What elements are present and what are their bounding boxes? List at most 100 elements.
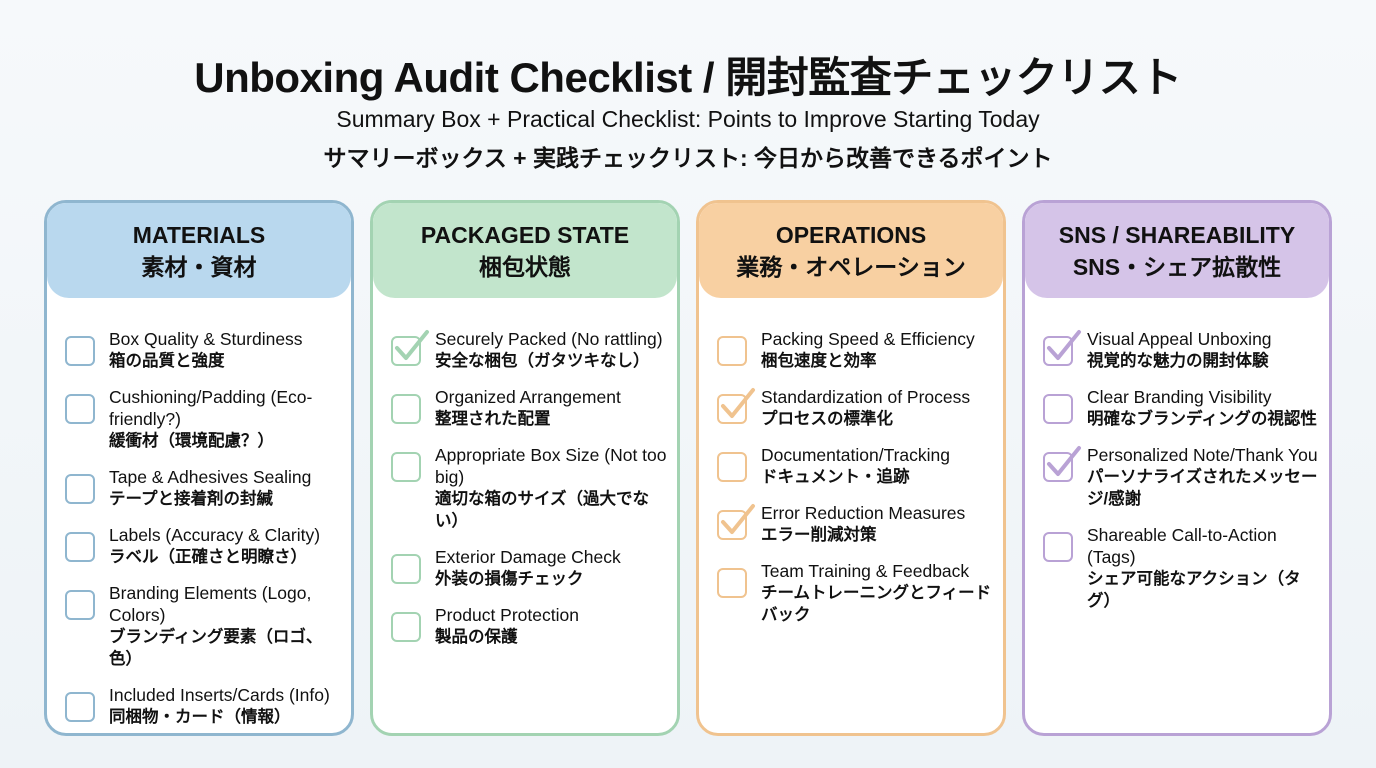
item-label: Securely Packed (No rattling) [435, 329, 663, 349]
card-header: SNS / SHAREABILITY SNS・シェア拡散性 [1025, 203, 1329, 298]
item-label-jp: 整理された配置 [435, 410, 551, 428]
card-title-jp: 素材・資材 [141, 254, 257, 280]
item-label-jp: 明確なブランディングの視認性 [1087, 410, 1317, 428]
item-label: Box Quality & Sturdiness [109, 329, 303, 349]
item-label: Standardization of Process [761, 387, 971, 407]
card-title: OPERATIONS [775, 222, 927, 248]
item-label-jp: 外装の損傷チェック [435, 570, 584, 588]
item-label: Labels (Accuracy & Clarity) [109, 525, 321, 545]
checklist-item: Cushioning/Padding (Eco-friendly?)緩衝材（環境… [65, 386, 347, 452]
item-label: Error Reduction Measures [761, 503, 966, 523]
item-label-jp: ブランディング要素（ロゴ、色） [109, 628, 323, 668]
checklist: Packing Speed & Efficiency 梱包速度と効率 Standar… [699, 298, 1003, 626]
item-label: Product Protection [435, 605, 579, 625]
checkbox[interactable] [1043, 394, 1073, 424]
checkbox[interactable] [65, 692, 95, 722]
item-label-jp: エラー削減対策 [761, 526, 877, 544]
checklist-card-operations: OPERATIONS 業務・オペレーション Packing Speed & Effi… [696, 200, 1006, 736]
checklist-item: Team Training & Feedback チームトレーニングとフィードバッ… [717, 560, 999, 626]
checkbox[interactable] [65, 532, 95, 562]
checkbox[interactable] [391, 394, 421, 424]
card-title-jp: 業務・オペレーション [736, 254, 966, 280]
item-label-jp: 緩衝材（環境配慮？） [109, 432, 274, 450]
item-label: Clear Branding Visibility [1087, 387, 1272, 407]
page-title: Unboxing Audit Checklist / 開封監査チェックリスト [194, 54, 1182, 101]
checklist-item: Branding Elements (Logo, Colors)ブランディング要… [65, 582, 347, 670]
checklist-item: Product Protection 製品の保護 [391, 604, 673, 648]
checkmark-icon [721, 504, 755, 534]
item-label-jp: チームトレーニングとフィードバック [761, 584, 992, 624]
checkbox[interactable] [65, 474, 95, 504]
checkbox[interactable] [65, 590, 95, 620]
item-label: Visual Appeal Unboxing [1087, 329, 1272, 349]
card-title: MATERIALS [132, 222, 266, 248]
checkmark-icon [721, 388, 755, 418]
item-label: Branding Elements (Logo, Colors) [109, 583, 312, 625]
checklist-item: Labels (Accuracy & Clarity) ラベル（正確さと明瞭さ） [65, 524, 347, 568]
card-header: MATERIALS 素材・資材 [47, 203, 351, 298]
item-label-jp: 視覚的な魅力の開封体験 [1087, 352, 1269, 370]
checkmark-icon [1047, 446, 1081, 476]
checklist-card-packaged-state: PACKAGED STATE 梱包状態 Securely Packed (No ra… [370, 200, 680, 736]
item-label-jp: テープと接着剤の封緘 [109, 490, 274, 508]
checkbox[interactable] [1043, 330, 1081, 366]
checklist-card-materials: MATERIALS 素材・資材 Box Quality & Sturdiness 箱の… [44, 200, 354, 736]
checkmark-icon [395, 330, 429, 360]
item-label: Documentation/Tracking [761, 445, 951, 465]
checklist-item: Exterior Damage Check 外装の損傷チェック [391, 546, 673, 590]
card-title: PACKAGED STATE [420, 222, 630, 248]
card-header: PACKAGED STATE 梱包状態 [373, 203, 677, 298]
checkbox[interactable] [717, 388, 755, 424]
item-label-jp: シェア可能なアクション（タグ） [1087, 570, 1301, 610]
checklist-item: Visual Appeal Unboxing 視覚的な魅力の開封体験 [1043, 328, 1325, 372]
checklist-item: Tape & Adhesives Sealing テープと接着剤の封緘 [65, 466, 347, 510]
item-label-jp: 製品の保護 [435, 628, 518, 646]
checklist-item: Error Reduction Measures エラー削減対策 [717, 502, 999, 546]
item-label: Tape & Adhesives Sealing [109, 467, 312, 487]
item-label-jp: 梱包速度と効率 [761, 352, 877, 370]
checklist: Box Quality & Sturdiness 箱の品質と強度 Cushionin… [47, 298, 351, 728]
checkbox[interactable] [391, 612, 421, 642]
checkmark-icon [1047, 330, 1081, 360]
checklist-item: Securely Packed (No rattling) 安全な梱包（ガタツキな… [391, 328, 673, 372]
item-label-jp: ラベル（正確さと明瞭さ） [109, 548, 307, 566]
checkbox[interactable] [717, 568, 747, 598]
checklist-item: Appropriate Box Size (Not too big)適切な箱のサ… [391, 444, 673, 532]
checkbox[interactable] [391, 330, 429, 366]
checklist-item: Shareable Call-to-Action (Tags)シェア可能なアクシ… [1043, 524, 1325, 612]
item-label: Team Training & Feedback [761, 561, 970, 581]
checkbox[interactable] [717, 504, 755, 540]
checkbox[interactable] [1043, 532, 1073, 562]
item-label: Exterior Damage Check [435, 547, 621, 567]
checkbox[interactable] [1043, 446, 1081, 482]
checkbox[interactable] [391, 554, 421, 584]
item-label: Organized Arrangement [435, 387, 621, 407]
checklist-item: Packing Speed & Efficiency 梱包速度と効率 [717, 328, 999, 372]
checklist: Securely Packed (No rattling) 安全な梱包（ガタツキな… [373, 298, 677, 648]
checkbox[interactable] [391, 452, 421, 482]
item-label: Included Inserts/Cards (Info) [109, 685, 330, 705]
item-label: Shareable Call-to-Action (Tags) [1087, 525, 1277, 567]
item-label-jp: 適切な箱のサイズ（過大でない） [435, 490, 650, 530]
item-label: Packing Speed & Efficiency [761, 329, 975, 349]
checklist-item: Box Quality & Sturdiness 箱の品質と強度 [65, 328, 347, 372]
checklist-item: Clear Branding Visibility 明確なブランディングの視認性 [1043, 386, 1325, 430]
subtitle-english: Summary Box + Practical Checklist: Point… [336, 106, 1040, 132]
card-header: OPERATIONS 業務・オペレーション [699, 203, 1003, 298]
item-label-jp: 安全な梱包（ガタツキなし） [435, 352, 650, 370]
checkbox[interactable] [717, 452, 747, 482]
card-title: SNS / SHAREABILITY [1058, 222, 1296, 248]
card-title-jp: SNS・シェア拡散性 [1072, 254, 1282, 280]
card-title-jp: 梱包状態 [479, 254, 571, 280]
checkbox[interactable] [65, 336, 95, 366]
checkbox[interactable] [65, 394, 95, 424]
item-label-jp: 同梱物・カード（情報） [109, 708, 291, 726]
item-label-jp: 箱の品質と強度 [109, 352, 225, 370]
item-label: Personalized Note/Thank You [1087, 445, 1318, 465]
checkbox[interactable] [717, 336, 747, 366]
item-label: Appropriate Box Size (Not too big) [435, 445, 667, 487]
checklist-card-sns-shareability: SNS / SHAREABILITY SNS・シェア拡散性 Visual Appea… [1022, 200, 1332, 736]
